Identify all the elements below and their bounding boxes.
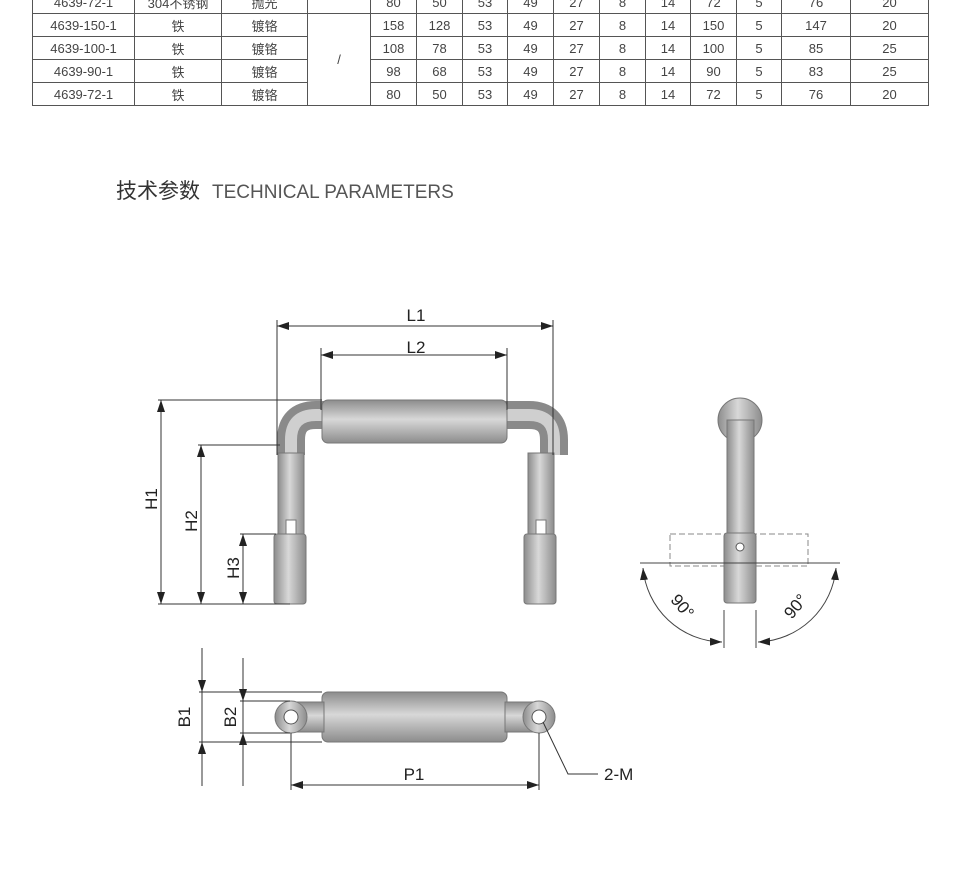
front-dimensions (157, 320, 554, 605)
top-view (274, 691, 556, 743)
angle-arc-right (757, 567, 839, 646)
section-title: 技术参数 TECHNICAL PARAMETERS (116, 175, 454, 205)
angle-arc-left (640, 567, 723, 646)
dim-label-l2: L2 (407, 338, 426, 357)
left-foot (273, 533, 307, 605)
left-mount-hole (283, 709, 299, 725)
side-pin-hole (735, 542, 745, 552)
table-row: 4639-72-1 304不锈钢 抛光 80 50 53 49 27 8 14 … (32, 0, 929, 14)
dim-label-b2: B2 (221, 707, 240, 728)
grip-sleeve (321, 399, 508, 444)
section-title-en: TECHNICAL PARAMETERS (212, 182, 454, 203)
side-view (640, 397, 840, 648)
side-leg (726, 419, 755, 536)
dim-label-2m: 2-M (604, 765, 633, 784)
angle-label-right: 90° (780, 591, 811, 623)
top-grip-sleeve (321, 691, 508, 743)
right-foot (523, 533, 557, 605)
section-title-cn: 技术参数 (116, 179, 200, 203)
top-dimensions (198, 648, 598, 790)
dim-label-l1: L1 (407, 306, 426, 325)
dim-label-p1: P1 (404, 765, 425, 784)
table-row: 4639-90-1 铁 镀铬 98 68 53 49 27 8 14 90 5 … (32, 59, 929, 83)
spec-table: 4639-72-1 304不锈钢 抛光 80 50 53 49 27 8 14 … (32, 0, 929, 106)
dim-label-h1: H1 (142, 488, 161, 510)
side-foot (723, 532, 757, 604)
dim-label-h3: H3 (224, 557, 243, 579)
dim-label-b1: B1 (175, 707, 194, 728)
right-mount-hole (531, 709, 547, 725)
front-view (273, 399, 568, 605)
angle-label-left: 90° (667, 591, 698, 623)
dim-label-h2: H2 (182, 510, 201, 532)
table-row: 4639-72-1 铁 镀铬 80 50 53 49 27 8 14 72 5 … (32, 82, 929, 106)
